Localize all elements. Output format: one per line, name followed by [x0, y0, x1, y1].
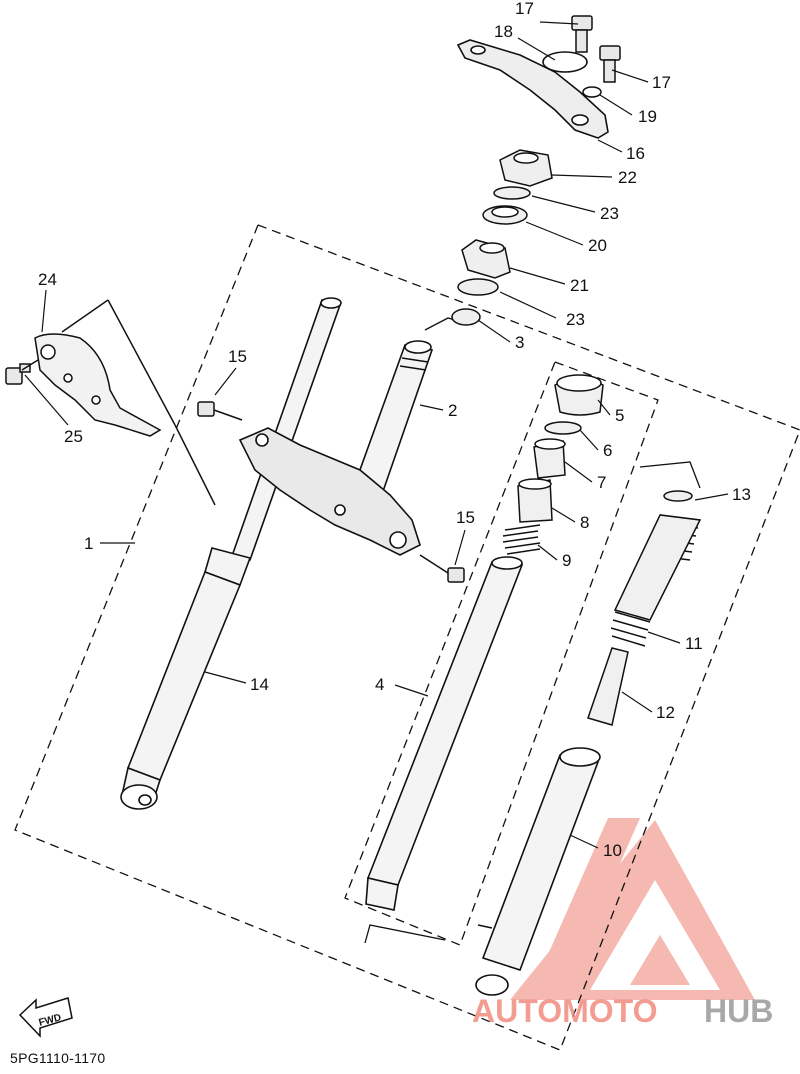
leader-lines [24, 21, 729, 849]
callout-5: 5 [615, 406, 624, 425]
under-bracket [238, 427, 421, 556]
callout-12: 12 [656, 703, 675, 722]
callout-23-upper: 23 [600, 204, 619, 223]
callout-9: 9 [562, 551, 571, 570]
callout-13: 13 [732, 485, 751, 504]
callout-11: 11 [685, 634, 703, 653]
callout-1: 1 [84, 534, 93, 553]
callout-19: 19 [638, 107, 657, 126]
inner-fork-tube [365, 556, 524, 911]
headlight-bracket [34, 299, 216, 506]
callout-14: 14 [250, 675, 269, 694]
upper-bracket [456, 39, 609, 139]
callout-10: 10 [603, 841, 622, 860]
callout-21: 21 [570, 276, 589, 295]
watermark-logo [510, 818, 755, 1000]
assembly-outlines [14, 224, 800, 1051]
callout-17-top: 17 [515, 0, 534, 18]
diagram-code: 5PG1110-1170 [10, 1050, 106, 1066]
callout-18: 18 [494, 22, 513, 41]
forward-arrow-icon: FWD [18, 997, 73, 1038]
fork-spring-assembly [587, 490, 702, 726]
callout-16: 16 [626, 144, 645, 163]
callout-3: 3 [515, 333, 524, 352]
callout-15-upper: 15 [228, 347, 247, 366]
callout-8: 8 [580, 513, 589, 532]
callout-20: 20 [588, 236, 607, 255]
outer-fork-tube-right [475, 747, 601, 996]
callout-22: 22 [618, 168, 637, 187]
fork-internals [502, 374, 604, 555]
watermark-text: AUTOMOTO HUB [472, 993, 773, 1029]
callout-labels: 17 18 17 19 16 22 23 20 21 23 3 2 5 6 7 … [38, 0, 751, 860]
clamp-bolt-upper [197, 401, 243, 421]
bracket-bolt [5, 359, 39, 385]
callout-25: 25 [64, 427, 83, 446]
callout-15-lower: 15 [456, 508, 475, 527]
callout-24: 24 [38, 270, 57, 289]
fork-leg-left [120, 297, 342, 810]
callout-23-lower: 23 [566, 310, 585, 329]
callout-4: 4 [375, 675, 384, 694]
watermark-part1: AUTOMOTO [472, 993, 657, 1029]
upper-bracket-bolts [571, 15, 621, 98]
steering-nut-stack [451, 149, 553, 326]
callout-2: 2 [448, 401, 457, 420]
clamp-bolt-lower [419, 554, 465, 583]
callout-17-right: 17 [652, 73, 671, 92]
callout-6: 6 [603, 441, 612, 460]
callout-7: 7 [597, 473, 606, 492]
watermark-part2: HUB [704, 993, 773, 1029]
